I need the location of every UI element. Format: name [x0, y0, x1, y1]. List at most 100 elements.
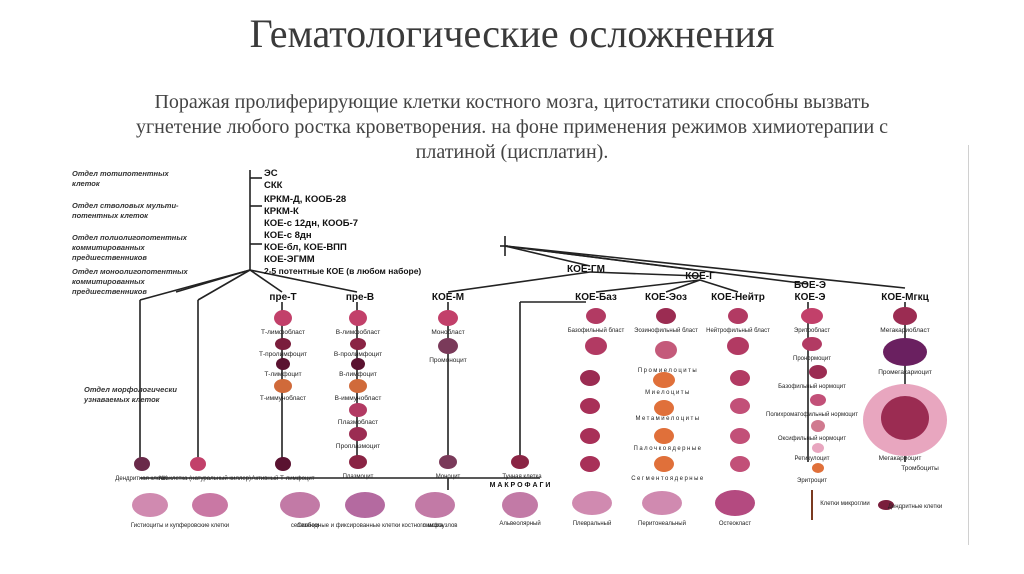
nk-label: NK-клетка (натуральный киллер) — [159, 475, 251, 482]
reticulocyte-cell — [812, 443, 824, 453]
monoblast-cell — [438, 310, 458, 326]
stem-labels: ЭС СКК КРКМ-Д, КООБ-28 КРКМ-К КОЕ-с 12дн… — [264, 168, 421, 276]
totipotent-line-2: клеток — [72, 179, 101, 188]
t-lymphocyte-cell — [276, 358, 290, 370]
b-prolymphocyte-label: В-пролимфоцит — [334, 351, 382, 358]
branch-koe-g: КОЕ-Г — [685, 271, 715, 282]
stem-label-koe-12: КОЕ-с 12дн, КООБ-7 — [264, 218, 358, 229]
macrophage-cell-8 — [642, 491, 682, 515]
slide-right-border — [968, 145, 969, 545]
branch-koe-m: КОЕ-М — [432, 292, 464, 303]
b-lymphocyte-label: В-лимфоцит — [339, 371, 377, 378]
monocyte-label: Моноцит — [436, 474, 461, 480]
subtitle-line-3: платиной (цисплатин). — [415, 141, 609, 163]
branch-koe-eoz: КОЕ-Эоз — [645, 292, 687, 303]
bottom-cells: Дендритная клетка NK-клетка (натуральный… — [115, 455, 542, 482]
promonocyte-label: Промоноцит — [429, 357, 467, 364]
branch-koe-mgkc: КОЕ-Мгкц — [881, 292, 929, 303]
osteoclast-label: Остеокласт — [719, 521, 752, 527]
gran-stage-label-4: Палочкоядерные — [634, 446, 703, 452]
macrophage-bar-label: М А К Р О Ф А Г И — [490, 482, 551, 489]
gran-stage-label-3: Метамиелоциты — [635, 416, 700, 422]
mast-cell — [511, 455, 529, 469]
megakaryocyte-nucleus — [881, 396, 929, 440]
stem-line-1: Отдел стволовых мульти- — [72, 201, 179, 210]
dendritic-macrophage-cell — [878, 500, 894, 510]
branch-koe-gm: КОЕ-ГМ — [567, 264, 605, 275]
spleen-macrophage-label: селезенки — [291, 523, 319, 529]
t-prolymphocyte-label: Т-пролимфоцит — [259, 351, 307, 358]
b-lymphocyte-cell — [351, 358, 365, 370]
histiocytes-label-1: Гистиоциты и купферовские клетки — [131, 523, 229, 529]
neut-blast-cell — [728, 308, 748, 324]
dendritic-cell — [134, 457, 150, 471]
branch-labels: пре-Т пре-В КОЕ-ГМ КОЕ-Г КОЕ-М КОЕ-Баз К… — [269, 264, 929, 303]
neut-stage-1 — [727, 337, 749, 355]
neut-stage-3 — [730, 398, 750, 414]
neut-stage-5 — [730, 456, 750, 472]
megakaryoblast-cell — [893, 307, 917, 325]
subtitle-line-2: угнетение любого ростка кроветворения. н… — [135, 116, 889, 138]
monocyte-cell — [439, 455, 457, 469]
eos-stage-2 — [653, 372, 675, 388]
baso-normocyte-cell — [809, 365, 827, 379]
eos-stage-5 — [654, 456, 674, 472]
branch-pre-b: пре-В — [346, 292, 374, 303]
erythroid-line: Эритробласт Пронормоцит Базофильный норм… — [766, 308, 858, 484]
gran-stage-label-5: Сегментоядерные — [631, 476, 705, 482]
branch-koe-e: КОЕ-Э — [795, 292, 826, 303]
plasmocyte-label: Плазмоцит — [343, 474, 374, 480]
active-t-label: Активный Т-лимфоцит — [251, 475, 314, 482]
stem-line-2: потентных клеток — [72, 211, 149, 220]
macrophage-cell-6 — [502, 492, 538, 518]
polioligo-line-2: коммитированных — [72, 243, 146, 252]
baso-stage-2 — [580, 370, 600, 386]
slide-title: Гематологические осложнения — [249, 11, 775, 56]
thrombocytes-label: Тромбоциты — [901, 464, 939, 472]
proplasmocyte-label: Проплазмоцит — [336, 443, 380, 450]
macrophage-cell-4 — [345, 492, 385, 518]
plasmoblast-label: Плазмобласт — [338, 418, 378, 426]
monooligo-line-2: коммитированных — [72, 277, 146, 286]
baso-stage-5 — [580, 456, 600, 472]
baso-stage-3 — [580, 398, 600, 414]
baso-stage-1 — [585, 337, 607, 355]
monooligo-line-1: Отдел моноолигопотентных — [72, 267, 189, 276]
megakaryocyte-label: Мегакариоцит — [879, 455, 922, 462]
b-immunoblast-cell — [349, 379, 367, 393]
baso-normocyte-label: Базофильный нормоцит — [778, 383, 846, 390]
stem-label-2-5: 2-5 потентные КОЕ (в любом наборе) — [264, 266, 421, 276]
b-prolymphocyte-cell — [350, 338, 366, 350]
eos-blast-label: Эозинофильный бласт — [634, 327, 698, 334]
section-label-stem: Отдел стволовых мульти-потентных клеток — [72, 201, 179, 220]
oxy-normocyte-label: Оксифильный нормоцит — [778, 435, 847, 442]
erythroblast-label: Эритробласт — [794, 328, 830, 334]
macrophage-cell-2 — [192, 493, 228, 517]
macrophage-cell-1 — [132, 493, 168, 517]
stem-label-es: ЭС — [264, 168, 278, 179]
b-lymphoblast-label: В-лимфобласт — [336, 328, 380, 336]
promonocyte-cell — [438, 338, 458, 354]
stem-label-skk: СКК — [264, 180, 283, 191]
branch-koe-neitr: КОЕ-Нейтр — [711, 292, 765, 303]
eos-stage-4 — [654, 428, 674, 444]
nk-cell — [190, 457, 206, 471]
marrow-macrophage-label: Свободные и фиксированные клетки костног… — [297, 523, 443, 529]
oxy-normocyte-cell — [811, 420, 825, 432]
stem-label-koe-8: КОЕ-с 8дн — [264, 230, 312, 241]
dendritic-macrophage-label: Дендритные клетки — [888, 504, 942, 510]
promegakaryocyte-cell — [883, 338, 927, 366]
b-immunoblast-label: В-иммунобласт — [335, 394, 382, 402]
morph-line-1: Отдел морфологически — [84, 385, 177, 394]
macrophage-cell-3 — [280, 492, 320, 518]
pleural-label: Плевральный — [573, 520, 612, 527]
eos-stage-1 — [655, 341, 677, 359]
erythrocyte-label: Эритроцит — [797, 478, 827, 484]
alveolar-label: Альвеолярный — [499, 520, 540, 527]
stem-label-krkm-d: КРКМ-Д, КООБ-28 — [264, 194, 346, 205]
plasmoblast-cell — [349, 403, 367, 417]
